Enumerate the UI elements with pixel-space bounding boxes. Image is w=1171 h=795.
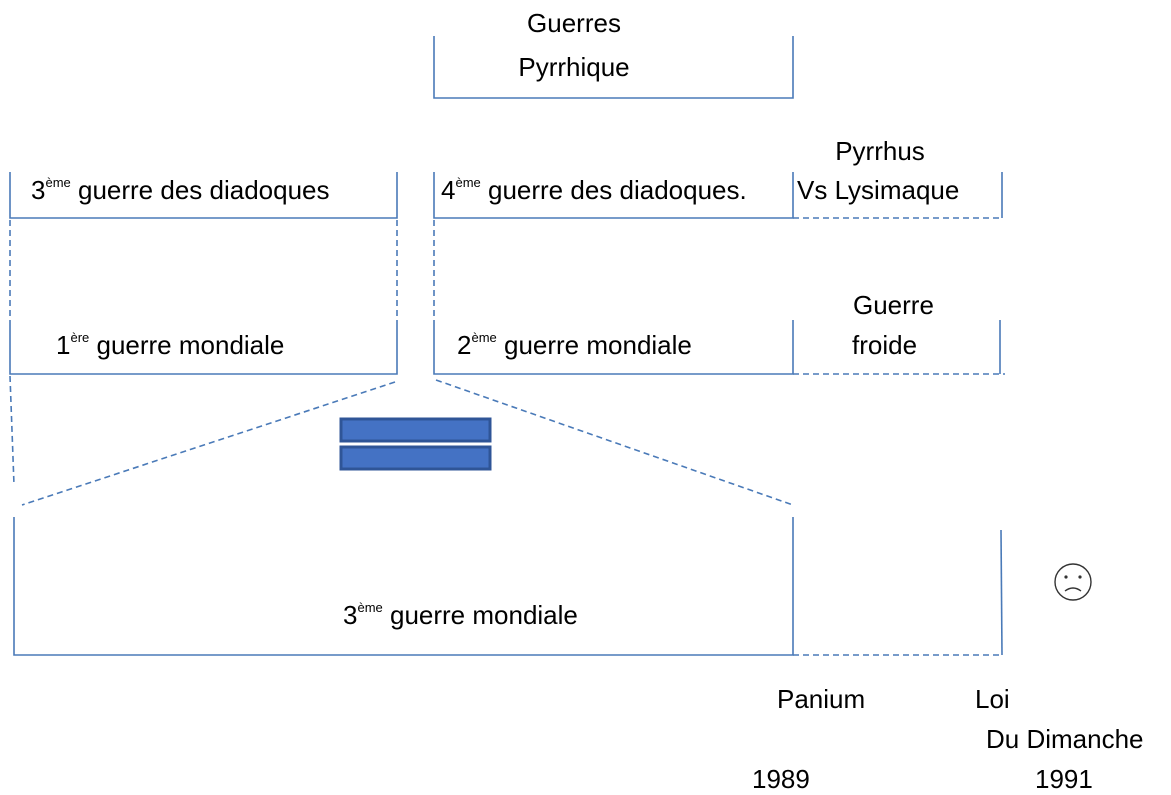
row2-mid-bracket	[433, 320, 794, 375]
row1-left-bracket	[9, 172, 398, 219]
row1-right-label-line-2: Vs Lysimaque	[797, 175, 960, 205]
title-line-2: Pyrrhique	[518, 52, 630, 82]
timeline-right-event-line-2: Du Dimanche	[986, 724, 1144, 754]
funnel-left-outer	[9, 375, 15, 486]
equals-icon-bottom-bar	[339, 445, 492, 471]
funnel-right-diagonal	[435, 379, 794, 506]
timeline-right-event-line-1: Loi	[975, 684, 1010, 714]
row2-mid-label: 2ème guerre mondiale	[457, 330, 692, 360]
timeline-left-year: 1989	[752, 764, 810, 794]
row2-right-label-line-2: froide	[852, 330, 918, 360]
timeline-left-event: Panium	[777, 684, 866, 714]
row3-bracket	[13, 517, 794, 656]
row1-left-label: 3ème guerre des diadoques	[31, 175, 330, 205]
title-bracket	[433, 36, 794, 99]
row2-left-bracket	[9, 320, 398, 375]
funnel-left-diagonal	[21, 381, 396, 506]
row2-right-label-line-1: Guerre	[853, 290, 934, 320]
timeline-right-year: 1991	[1035, 764, 1093, 794]
row1-mid-label: 4ème guerre des diadoques.	[441, 175, 747, 205]
equals-icon	[339, 417, 492, 471]
row3-right-tick	[1000, 529, 1003, 656]
title-line-1: Guerres	[527, 8, 621, 38]
row2-left-label: 1ère guerre mondiale	[56, 330, 285, 360]
sad-face-icon	[1054, 563, 1092, 601]
row3-label: 3ème guerre mondiale	[343, 600, 578, 630]
row1-mid-bracket	[433, 172, 794, 219]
row1-right-label-line-1: Pyrrhus	[835, 136, 925, 166]
equals-icon-top-bar	[339, 417, 492, 443]
